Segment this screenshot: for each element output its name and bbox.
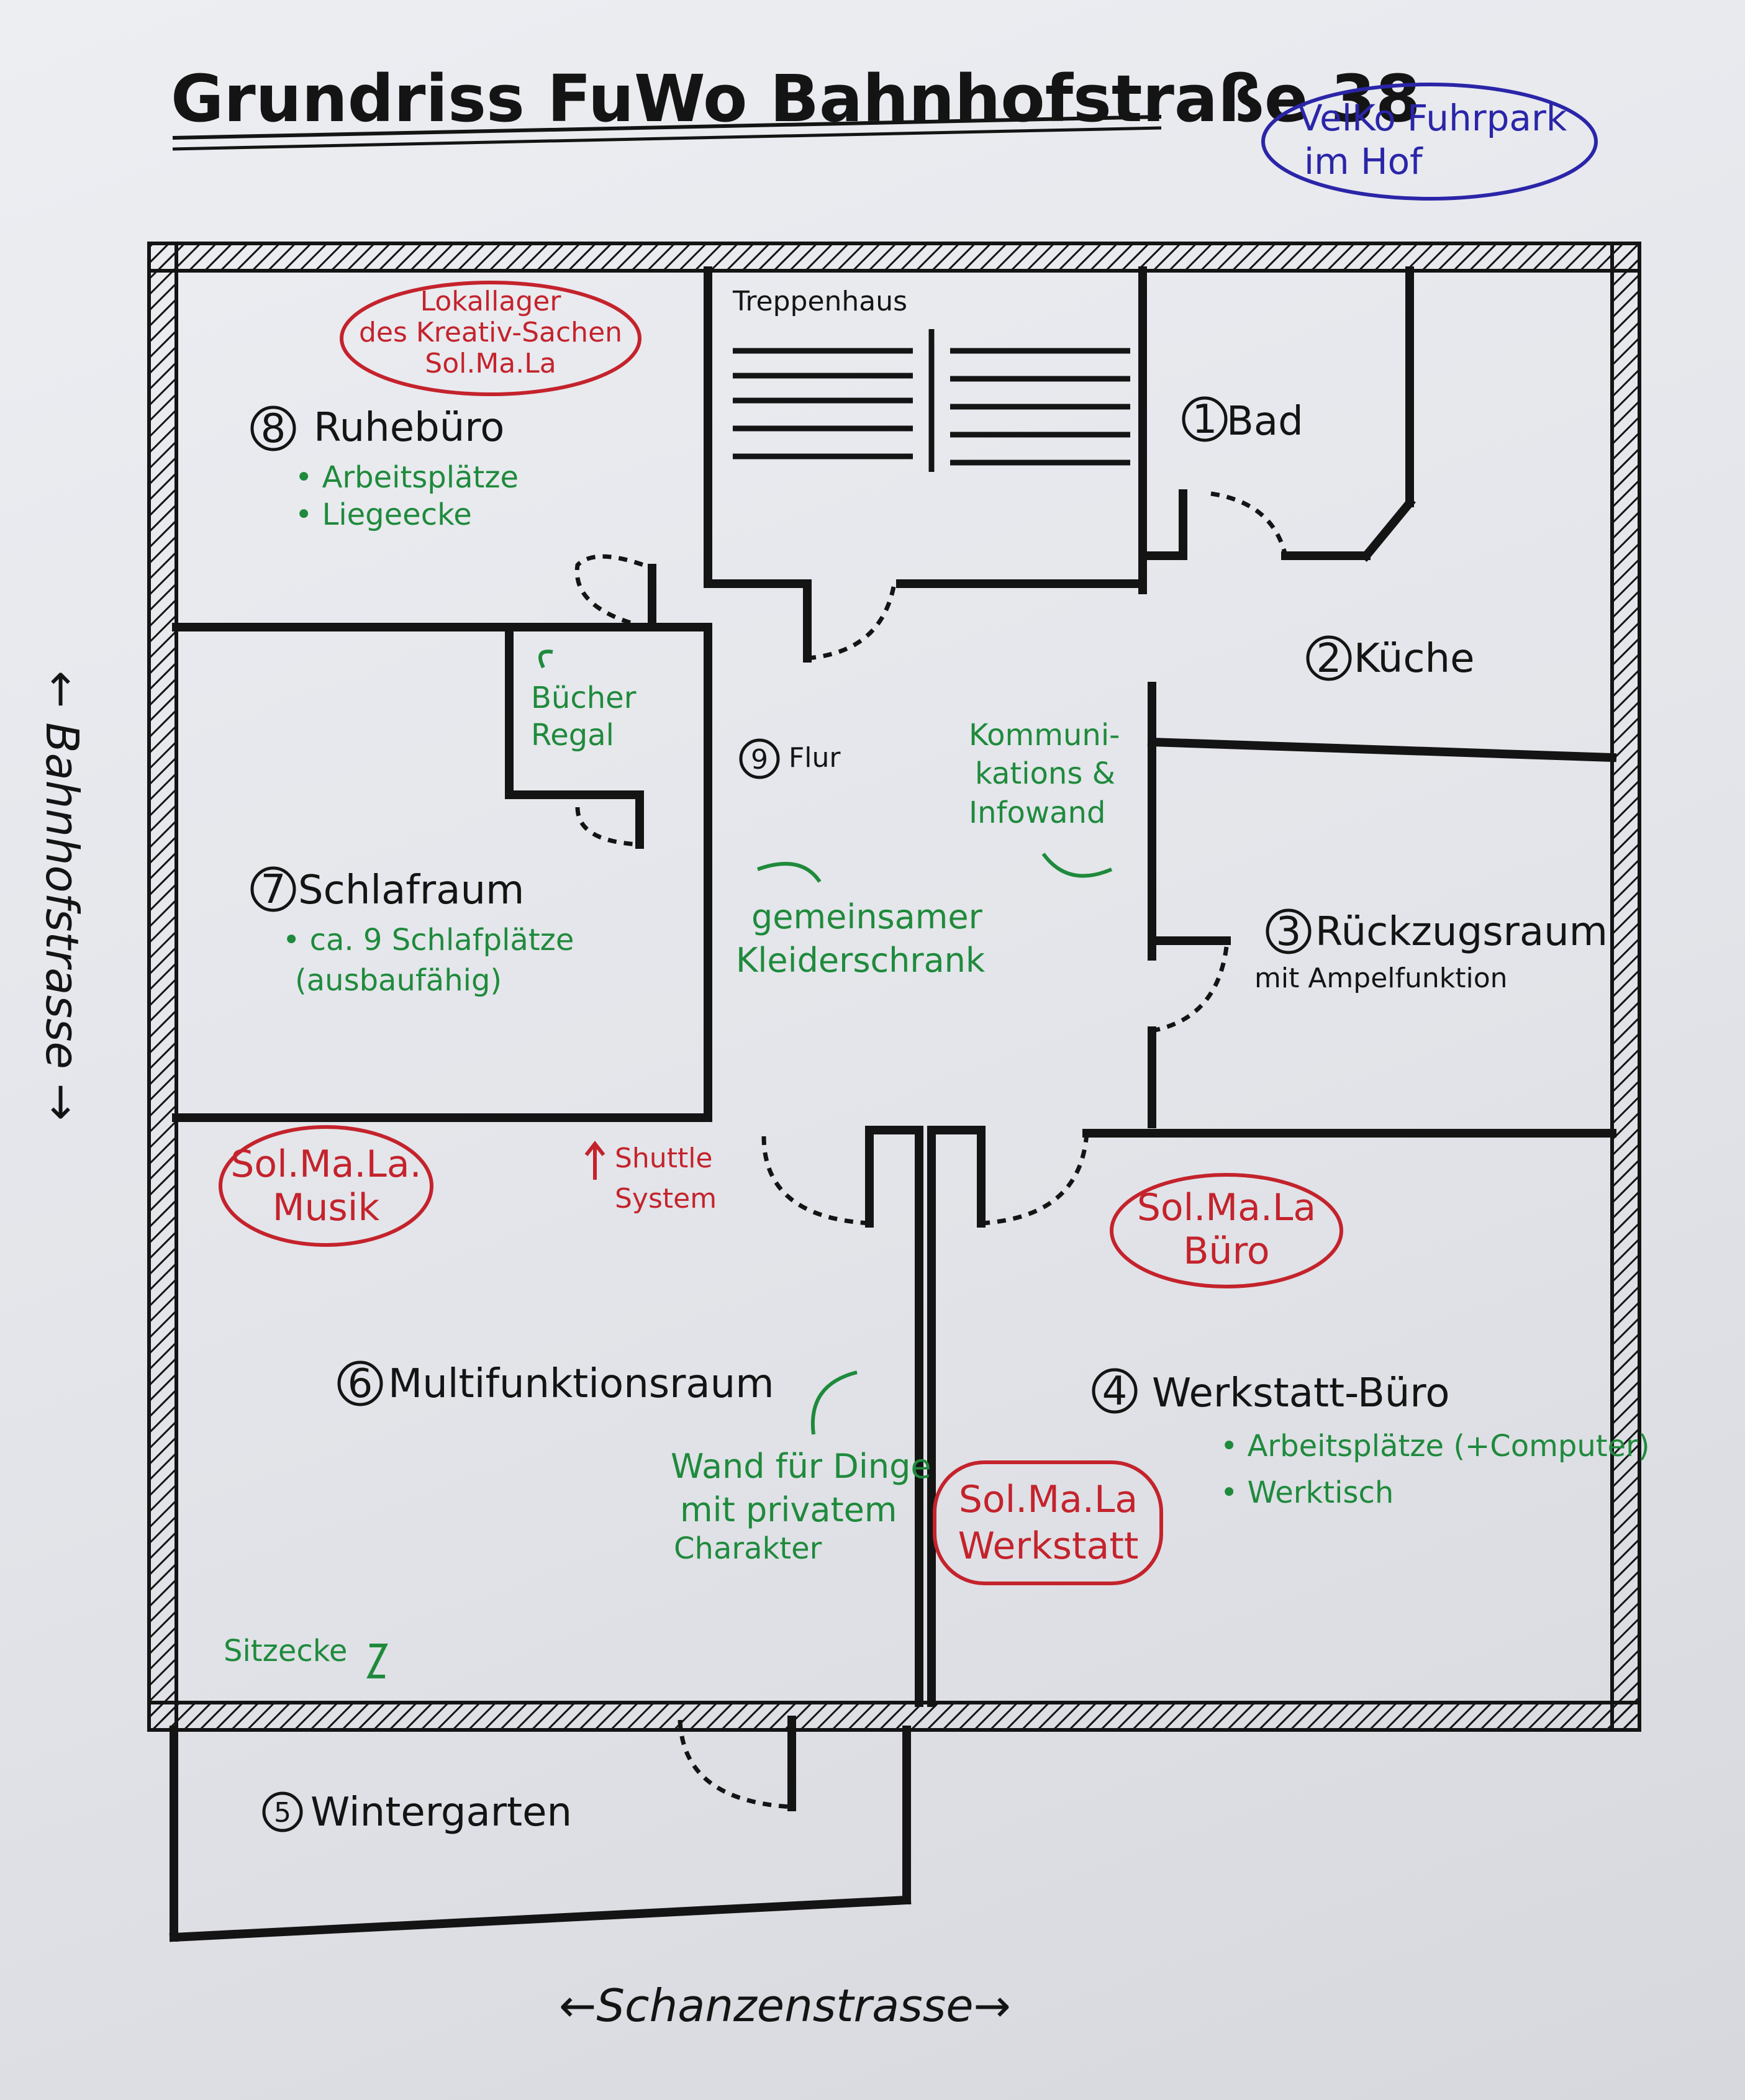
room7-item1: • ca. 9 Schlafplätze [283,923,574,957]
note-buero-line2: Büro [1183,1229,1269,1273]
title-underline [172,115,1162,140]
outer-wall [147,242,1641,1732]
note-buecher-line1: Bücher [531,681,637,715]
note-werkstatt-line2: Werkstatt [958,1524,1139,1568]
note-shuttle-line1: Shuttle [615,1143,713,1174]
title-underline-2 [172,126,1162,151]
arrow-kleiderschrank [756,862,822,883]
note-wand-line1: Wand für Dinge [671,1447,931,1486]
room4-item2: • Werktisch [1220,1475,1394,1510]
note-velko-outline [1261,83,1598,201]
room3-name: Rückzugsraum [1315,909,1608,955]
note-musik-line1: Sol.Ma.La. [230,1143,421,1186]
note-lokallager-line2: des Kreativ-Sachen [359,317,622,348]
room8-name: Ruhebüro [314,405,504,451]
room6-name: Multifunktionsraum [388,1361,774,1407]
arrow-wand [810,1370,858,1435]
arrow-kommunikation [1041,853,1113,878]
room6-number-circle [337,1360,383,1406]
note-kleider-line1: gemeinsamer [751,897,983,936]
note-velko-line2: im Hof [1304,140,1423,183]
note-werkstatt-line1: Sol.Ma.La [959,1478,1138,1521]
room8-number: 8 [261,406,286,452]
street-schanzenstrasse: ←Schanzenstrasse→ [559,1980,1011,2032]
arrow-sitzecke [366,1644,388,1678]
room1-name: Bad [1226,399,1303,445]
room9-number: 9 [751,744,768,776]
note-musik-line2: Musik [273,1186,380,1229]
label-treppenhaus: Treppenhaus [732,286,907,317]
room5-number-circle [262,1791,303,1832]
note-lokallager-line1: Lokallager [420,286,562,317]
room7-name: Schlafraum [298,867,524,913]
room5-name: Wintergarten [310,1790,572,1835]
room4-item1: • Arbeitsplätze (+Computer) [1220,1429,1650,1464]
room3-number-circle [1266,908,1312,954]
room5-number: 5 [274,1797,291,1829]
door-arcs [574,491,1288,1809]
note-sitzecke: Sitzecke [224,1634,347,1668]
arrow-shuttle [584,1141,605,1180]
room8-item1: • Arbeitsplätze [295,460,519,495]
room7-number: 7 [261,867,286,913]
note-buero-line1: Sol.Ma.La [1137,1186,1316,1229]
room7-number-circle [250,866,296,912]
room4-number-circle [1092,1368,1138,1414]
room4-number: 4 [1102,1369,1128,1414]
note-kleider-line2: Kleiderschrank [736,941,986,980]
interior-walls [169,266,1617,1942]
note-buecher-line2: Regal [531,718,614,753]
note-kommunikation-line3: Infowand [969,795,1105,830]
note-lokallager-outline [340,281,641,396]
room3-number: 3 [1276,909,1302,955]
note-werkstatt-outline [933,1460,1163,1585]
note-wand-line2: mit privatem [680,1490,897,1529]
street-bahnhofstrasse: ← Bahnhofstrasse → [36,671,88,1121]
note-buero-outline [1110,1173,1343,1288]
room2-number: 2 [1317,636,1342,682]
note-lokallager-line3: Sol.Ma.La [425,348,556,379]
room7-item2: (ausbaufähig) [295,963,502,998]
note-velko-line1: VelKo Fuhrpark [1298,97,1567,139]
room1-number: 1 [1192,397,1218,443]
note-musik-outline [219,1125,433,1247]
note-kommunikation-line1: Kommuni- [969,718,1120,753]
room3-sub: mit Ampelfunktion [1254,962,1508,994]
room6-number: 6 [348,1361,373,1407]
note-wand-line3: Charakter [674,1531,822,1566]
room9-number-circle [739,738,780,779]
room4-name: Werkstatt-Büro [1152,1370,1449,1416]
room2-name: Küche [1354,636,1474,682]
note-shuttle-line2: System [615,1183,717,1215]
note-kommunikation-line2: kations & [975,756,1115,791]
room9-name: Flur [789,742,841,774]
arrow-buecher [538,649,553,669]
room1-number-circle [1182,396,1228,442]
room8-item2: • Liegeecke [295,497,472,532]
stairs-treppenhaus [733,329,1130,472]
room8-number-circle [250,405,296,451]
room2-number-circle [1306,635,1352,681]
